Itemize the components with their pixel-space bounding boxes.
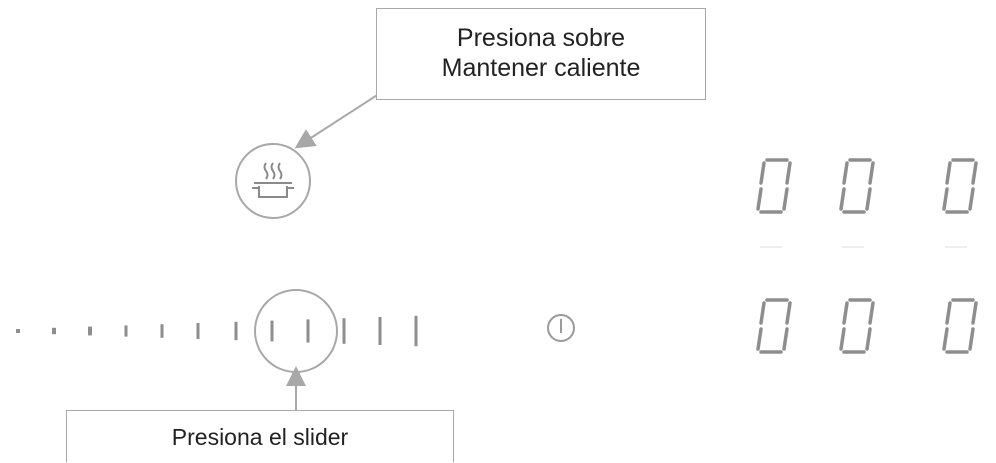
display-digit-bottom-3: 0 [942, 298, 978, 354]
display-digit-bottom-1: 0 [756, 298, 792, 354]
keep-warm-button[interactable] [235, 143, 311, 219]
keep-warm-callout: Presiona sobre Mantener caliente [376, 8, 706, 100]
slider-callout: Presiona el slider [66, 410, 454, 462]
slider-callout-text: Presiona el slider [171, 424, 349, 450]
slider-tick[interactable] [16, 329, 20, 333]
slider-tick[interactable] [342, 318, 346, 344]
power-slider[interactable] [16, 315, 418, 347]
slider-tick[interactable] [52, 327, 56, 335]
display-digit-top-2: 0 [839, 158, 875, 214]
display-digit-top-3: 0 [942, 158, 978, 214]
slider-tick[interactable] [124, 325, 128, 337]
slider-tick[interactable] [378, 317, 382, 345]
keep-warm-pot-icon [252, 162, 294, 198]
slider-tick[interactable] [234, 321, 238, 341]
keep-warm-callout-line2: Mantener caliente [441, 54, 641, 82]
slider-tick[interactable] [160, 324, 164, 338]
slider-highlight-circle [254, 289, 338, 373]
slider-tick[interactable] [306, 319, 310, 343]
slider-tick[interactable] [88, 326, 92, 336]
slider-tick[interactable] [196, 323, 200, 339]
power-button[interactable] [547, 314, 575, 342]
keep-warm-leader-arrow [294, 89, 386, 149]
display-digit-bottom-2: 0 [839, 298, 875, 354]
slider-tick[interactable] [270, 320, 274, 342]
slider-tick[interactable] [414, 315, 418, 347]
display-digit-top-1: 0 [756, 158, 792, 214]
keep-warm-callout-line1: Presiona sobre [456, 24, 626, 52]
zone-displays: 000000 [756, 158, 978, 354]
